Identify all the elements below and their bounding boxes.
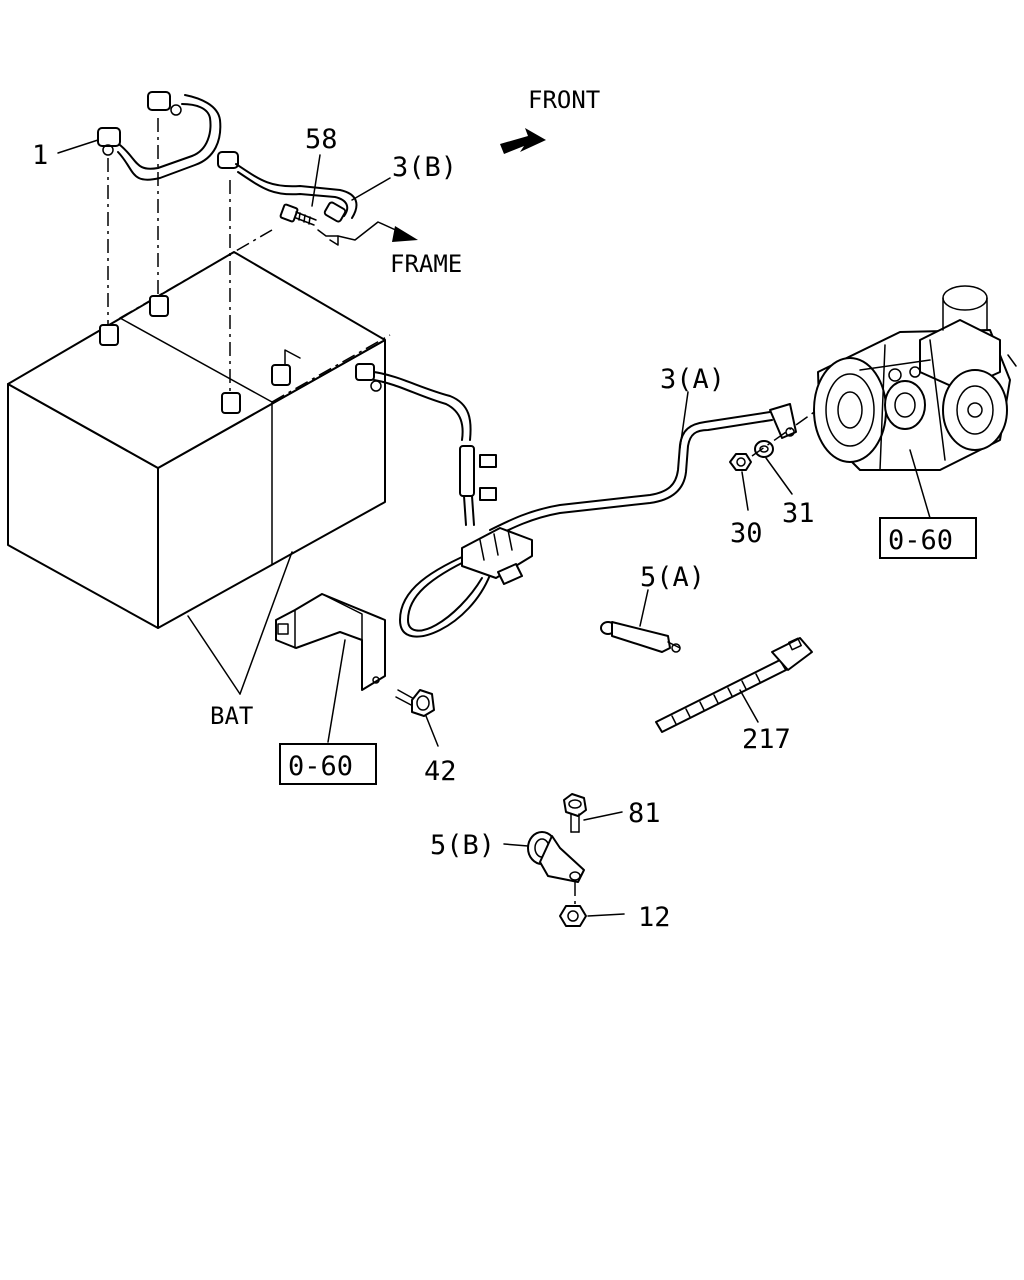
label-part-31: 31: [782, 498, 815, 529]
battery-bracket: [275, 593, 386, 691]
leader-1: [57, 139, 99, 154]
leader-5a: [639, 589, 649, 627]
cable-part-3b: [217, 151, 358, 246]
washer-31: [754, 440, 774, 458]
cable-part-3a: [355, 363, 797, 638]
leader-12: [587, 913, 625, 917]
leader-bracket-ref: [327, 639, 346, 743]
label-part-81: 81: [628, 798, 661, 829]
leader-42: [425, 715, 439, 747]
terminal-guides: [107, 118, 301, 393]
battery-box: [7, 229, 391, 629]
leader-3b: [351, 177, 391, 201]
cable-part-1: [97, 91, 222, 181]
ref-box-bracket[interactable]: [279, 743, 377, 785]
label-part-217: 217: [742, 724, 791, 755]
bolt-42: [395, 689, 435, 717]
label-bat: BAT: [210, 702, 253, 730]
label-ref-starter: 0-60: [888, 525, 953, 556]
nut-12: [559, 905, 587, 927]
clamp-part-5b: [527, 831, 585, 883]
starter-motor: [813, 285, 1017, 471]
label-front: FRONT: [528, 86, 600, 114]
label-part-3a: 3(A): [660, 364, 725, 395]
label-part-5a: 5(A): [640, 562, 705, 593]
starter-guide: [751, 407, 821, 457]
label-part-58: 58: [305, 124, 338, 155]
clip-part-5a: [600, 621, 681, 653]
label-part-5b: 5(B): [430, 830, 495, 861]
leader-30: [741, 471, 749, 511]
label-part-12: 12: [638, 902, 671, 933]
label-frame: FRAME: [390, 250, 462, 278]
bolt-58: [279, 203, 317, 226]
label-part-42: 42: [424, 756, 457, 787]
bolt-81: [563, 793, 587, 833]
tie-ridges: [671, 673, 761, 725]
battery-terminals: [99, 295, 291, 414]
cable-tie-217: [655, 637, 813, 733]
label-ref-bracket: 0-60: [288, 751, 353, 782]
label-part-1: 1: [32, 140, 48, 171]
leader-217: [739, 689, 759, 723]
ref-box-starter[interactable]: [879, 517, 977, 559]
cable-clip: [461, 527, 533, 585]
leader-5b: [503, 843, 529, 847]
leader-3a: [679, 391, 689, 449]
leader-81: [583, 811, 623, 821]
leader-starter-ref: [909, 449, 931, 519]
label-part-30: 30: [730, 518, 763, 549]
front-arrow-icon: [500, 128, 546, 154]
bat-leaders: [187, 551, 293, 695]
leader-31: [765, 457, 793, 495]
label-part-3b: 3(B): [392, 152, 457, 183]
nut-30: [729, 453, 752, 471]
frame-direction: [337, 221, 418, 242]
leader-58: [311, 154, 321, 207]
